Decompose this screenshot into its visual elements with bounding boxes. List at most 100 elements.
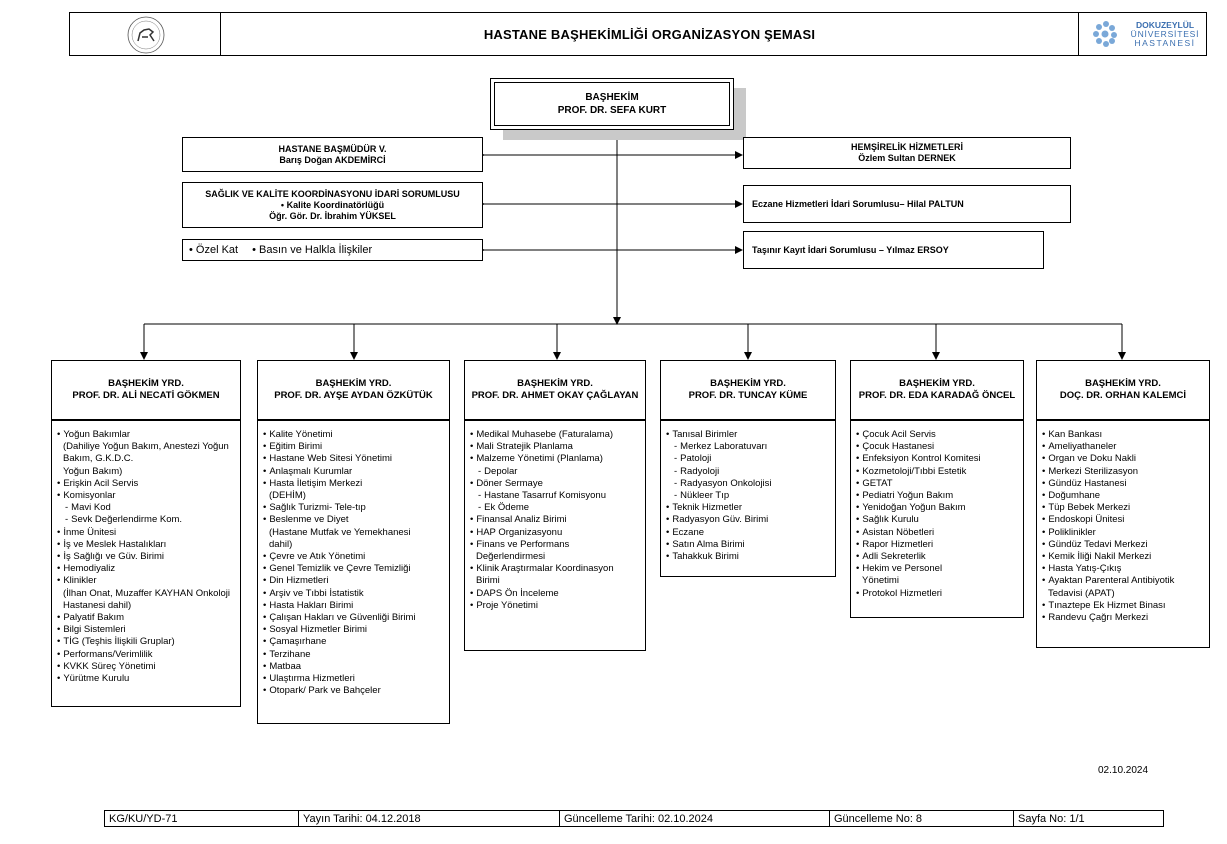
logo-line-3: HASTANESİ <box>1134 38 1196 48</box>
list-item: Yürütme Kurulu <box>57 673 236 685</box>
chief-title: BAŞHEKİM <box>585 92 639 103</box>
list-item: Klinik Araştırmalar Koordinasyon <box>470 563 641 575</box>
quality-sub: Kalite Koordinatörlüğü <box>286 199 385 210</box>
list-item: Medikal Muhasebe (Faturalama) <box>470 429 641 441</box>
list-item: Organ ve Doku Nakli <box>1042 453 1205 465</box>
deputy-2-list: Kalite YönetimiEğitim BirimiHastane Web … <box>257 420 450 724</box>
list-item: Klinikler <box>57 575 236 587</box>
list-item: GETAT <box>856 478 1019 490</box>
list-item: Bakım, G.K.D.C. <box>63 453 134 465</box>
list-item: Tahakkuk Birimi <box>666 551 831 563</box>
list-item: Hastane Tasarruf Komisyonu <box>470 490 641 502</box>
nursing-name: Özlem Sultan DERNEK <box>858 153 956 163</box>
list-item: Rapor Hizmetleri <box>856 539 1019 551</box>
deputy-name: PROF. DR. AHMET OKAY ÇAĞLAYAN <box>471 390 639 401</box>
deputy-5-list: Çocuk Acil ServisÇocuk HastanesiEnfeksiy… <box>850 420 1024 618</box>
list-item: Sevk Değerlendirme Kom. <box>57 514 236 526</box>
list-item: Enfeksiyon Kontrol Komitesi <box>856 453 1019 465</box>
list-item: Ek Ödeme <box>470 502 641 514</box>
quality-name: Öğr. Gör. Dr. İbrahim YÜKSEL <box>269 210 396 221</box>
list-item: Erişkin Acil Servis <box>57 478 236 490</box>
deputy-title: BAŞHEKİM YRD. <box>315 378 392 389</box>
list-item: Gündüz Hastanesi <box>1042 478 1205 490</box>
private-floor-press-box: • Özel Kat • Basın ve Halkla İlişkiler <box>182 239 483 261</box>
revision-number: Güncelleme No: 8 <box>830 811 1014 826</box>
deputy-title: BAŞHEKİM YRD. <box>108 378 184 389</box>
deputy-5-header: BAŞHEKİM YRD. PROF. DR. EDA KARADAĞ ÖNCE… <box>850 360 1024 420</box>
list-item: Sağlık Kurulu <box>856 514 1019 526</box>
deputy-name: PROF. DR. EDA KARADAĞ ÖNCEL <box>858 390 1016 401</box>
director-name: Barış Doğan AKDEMİRCİ <box>279 154 386 165</box>
list-item: Hastanesi dahil) <box>63 599 132 611</box>
list-item: Tanısal Birimler <box>666 429 831 441</box>
list-item: (İlhan Onat, Muzaffer KAYHAN Onkoloji <box>63 587 231 599</box>
list-item: Merkezi Sterilizasyon <box>1042 466 1205 478</box>
list-item: Randevu Çağrı Merkezi <box>1042 612 1205 624</box>
list-item: Doğumhane <box>1042 490 1205 502</box>
deputy-4-list: Tanısal BirimlerMerkez LaboratuvarıPatol… <box>660 420 836 577</box>
nursing-title: HEMŞİRELİK HİZMETLERİ <box>851 142 963 152</box>
list-item: TİG (Teşhis İlişkili Gruplar) <box>57 636 236 648</box>
deputy-6-header: BAŞHEKİM YRD. DOÇ. DR. ORHAN KALEMCİ <box>1036 360 1210 420</box>
chief-physician-box: BAŞHEKİM PROF. DR. SEFA KURT <box>490 78 734 130</box>
list-item: Merkez Laboratuvarı <box>666 441 831 453</box>
list-item: Mavi Kod <box>57 502 236 514</box>
list-item: Çocuk Acil Servis <box>856 429 1019 441</box>
university-seal-icon <box>127 16 165 54</box>
press-relations-label: Basın ve Halkla İlişkiler <box>259 244 373 256</box>
private-floor-label: Özel Kat <box>195 244 239 256</box>
list-item: (DEHİM) <box>269 490 306 502</box>
list-item: Asistan Nöbetleri <box>856 527 1019 539</box>
list-item: Hasta İletişim Merkezi <box>263 478 445 490</box>
left-logo-cell <box>70 13 221 55</box>
list-item: Ulaştırma Hizmetleri <box>263 673 445 685</box>
deputy-name: PROF. DR. TUNCAY KÜME <box>688 390 808 401</box>
deputy-4-header: BAŞHEKİM YRD. PROF. DR. TUNCAY KÜME <box>660 360 836 420</box>
list-item: Ayaktan Parenteral Antibiyotik <box>1042 575 1205 587</box>
list-item: Ameliyathaneler <box>1042 441 1205 453</box>
list-item: Tüp Bebek Merkezi <box>1042 502 1205 514</box>
list-item: Bilgi Sistemleri <box>57 624 236 636</box>
list-item: Nükleer Tıp <box>666 490 831 502</box>
list-item: İnme Ünitesi <box>57 527 236 539</box>
list-item: Finans ve Performans <box>470 539 641 551</box>
inventory-box: Taşınır Kayıt İdari Sorumlusu – Yılmaz E… <box>743 231 1044 269</box>
list-item: Arşiv ve Tıbbi İstatistik <box>263 588 445 600</box>
list-item: Döner Sermaye <box>470 478 641 490</box>
right-logo-cell: DOKUZEYLÜL ÜNİVERSİTESİ HASTANESİ <box>1078 13 1208 55</box>
list-item: Patoloji <box>666 453 831 465</box>
list-item: Kemik İliği Nakil Merkezi <box>1042 551 1205 563</box>
document-date: 02.10.2024 <box>1098 765 1149 776</box>
list-item: Poliklinikler <box>1042 527 1205 539</box>
page-number: Sayfa No: 1/1 <box>1018 812 1085 825</box>
pharmacy-label: Eczane Hizmetleri İdari Sorumlusu– Hilal… <box>752 198 964 209</box>
hospital-director-box: HASTANE BAŞMÜDÜR V. Barış Doğan AKDEMİRC… <box>182 137 483 172</box>
deputy-6-list: Kan BankasıAmeliyathanelerOrgan ve Doku … <box>1036 420 1210 648</box>
list-item: HAP Organizasyonu <box>470 527 641 539</box>
director-title: HASTANE BAŞMÜDÜR V. <box>278 143 387 154</box>
list-item: Matbaa <box>263 661 445 673</box>
list-item: dahil) <box>269 538 293 550</box>
bullet-icon: • <box>252 244 260 256</box>
list-item: Yoğun Bakımlar <box>57 429 236 441</box>
list-item: Protokol Hizmetleri <box>856 588 1019 600</box>
list-item: Endoskopi Ünitesi <box>1042 514 1205 526</box>
deputy-name: PROF. DR. AYŞE AYDAN ÖZKÜTÜK <box>274 390 433 401</box>
list-item: KVKK Süreç Yönetimi <box>57 661 236 673</box>
deputy-3-list: Medikal Muhasebe (Faturalama)Mali Strate… <box>464 420 646 651</box>
list-item: Çevre ve Atık Yönetimi <box>263 551 445 563</box>
logo-line-2: ÜNİVERSİTESİ <box>1130 29 1200 39</box>
deputy-3-header: BAŞHEKİM YRD. PROF. DR. AHMET OKAY ÇAĞLA… <box>464 360 646 420</box>
quality-coordination-box: SAĞLIK VE KALİTE KOORDİNASYONU İDARİ SOR… <box>182 182 483 228</box>
list-item: Adli Sekreterlik <box>856 551 1019 563</box>
list-item: Palyatif Bakım <box>57 612 236 624</box>
list-item: Hemodiyaliz <box>57 563 236 575</box>
list-item: Kozmetoloji/Tıbbi Estetik <box>856 466 1019 478</box>
deputy-name: PROF. DR. ALİ NECATİ GÖKMEN <box>72 390 220 401</box>
list-item: Tedavisi (APAT) <box>1048 587 1115 599</box>
deputy-1-list: Yoğun Bakımlar(Dahiliye Yoğun Bakım, Ane… <box>51 420 241 707</box>
list-item: Radyasyon Güv. Birimi <box>666 514 831 526</box>
list-item: Kalite Yönetimi <box>263 429 445 441</box>
list-item: Eczane <box>666 527 831 539</box>
list-item: Performans/Verimlilik <box>57 649 236 661</box>
